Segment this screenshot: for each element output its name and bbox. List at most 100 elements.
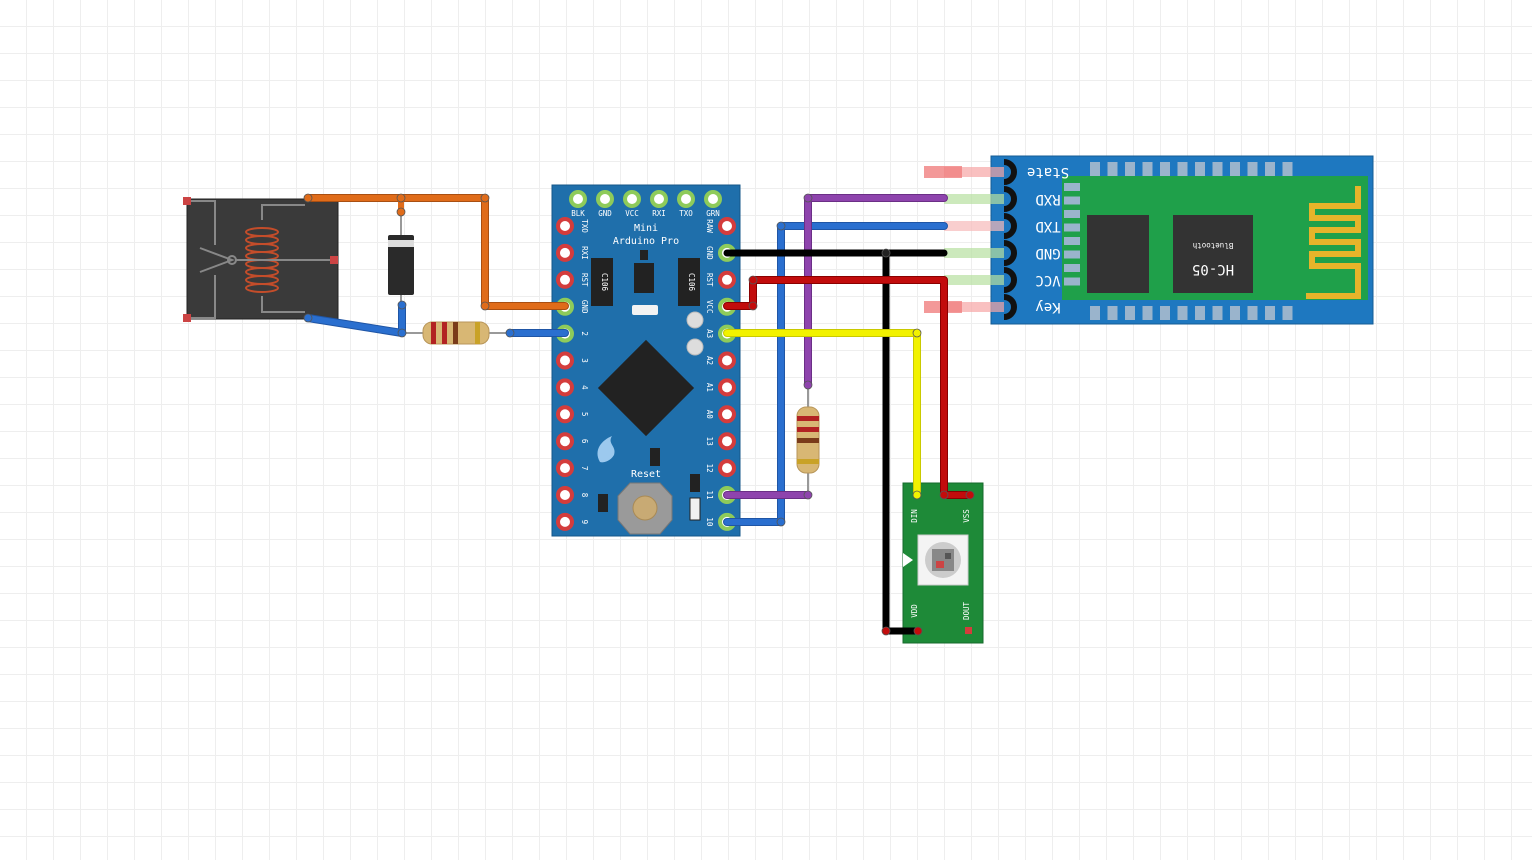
resistor-vertical[interactable] bbox=[796, 385, 820, 495]
arduino-top-pin[interactable] bbox=[677, 190, 695, 208]
wire-endpoint[interactable] bbox=[303, 193, 313, 203]
hc05-chip bbox=[1087, 215, 1149, 293]
arduino-left-pin[interactable] bbox=[556, 432, 574, 451]
capacitor-right: C106 bbox=[678, 258, 700, 306]
arduino-right-pin[interactable] bbox=[718, 270, 736, 289]
arduino-top-pin-label: VCC bbox=[625, 209, 639, 218]
wire-endpoint[interactable] bbox=[803, 490, 813, 500]
ws-pin-pad bbox=[965, 627, 972, 634]
ws2812-led-module[interactable]: DIN VSS VDD DOUT bbox=[902, 482, 984, 644]
hc05-pin-lead bbox=[944, 302, 1004, 312]
arduino-top-pin[interactable] bbox=[650, 190, 668, 208]
arduino-left-pin-label: 7 bbox=[580, 466, 589, 471]
wire-endpoint[interactable] bbox=[396, 207, 406, 217]
arduino-left-pin-label: GND bbox=[580, 300, 589, 314]
hc05-pad bbox=[1230, 162, 1240, 176]
wire-endpoint[interactable] bbox=[505, 328, 515, 338]
wire-endpoint[interactable] bbox=[303, 313, 313, 323]
hc05-pin[interactable] bbox=[1003, 159, 1017, 185]
hc05-pad bbox=[1212, 162, 1223, 176]
hc05-pin-label: RXD bbox=[1035, 191, 1060, 207]
arduino-left-pin-label: 6 bbox=[580, 439, 589, 444]
arduino-right-pin-label: 11 bbox=[705, 490, 714, 499]
hc05-name: HC-05 bbox=[1192, 261, 1234, 277]
wire-endpoint[interactable] bbox=[776, 517, 786, 527]
sparkfun-logo-icon bbox=[597, 436, 615, 463]
wire-endpoint[interactable] bbox=[480, 301, 490, 311]
regulator bbox=[634, 263, 654, 293]
wire-endpoint[interactable] bbox=[881, 626, 891, 636]
relay[interactable] bbox=[183, 197, 339, 322]
wire-endpoint[interactable] bbox=[881, 248, 891, 258]
arduino-right-pin[interactable] bbox=[718, 351, 736, 370]
wire-endpoint[interactable] bbox=[912, 490, 922, 500]
arduino-left-pin[interactable] bbox=[556, 243, 574, 262]
hc05-pin[interactable] bbox=[1003, 294, 1017, 320]
hc05-pin[interactable] bbox=[1003, 186, 1017, 212]
hc05-pin-lead bbox=[944, 221, 1004, 231]
ws-pin-vdd: VDD bbox=[910, 604, 919, 618]
hc05-pad bbox=[1142, 162, 1153, 176]
wire-endpoint[interactable] bbox=[397, 300, 407, 310]
hc05-pin[interactable] bbox=[1003, 213, 1017, 239]
hc05-bt-chip bbox=[1173, 215, 1253, 293]
arduino-left-pin[interactable] bbox=[556, 217, 574, 235]
wire-endpoint[interactable] bbox=[803, 380, 813, 390]
arduino-left-pin[interactable] bbox=[556, 378, 574, 397]
arduino-left-pin[interactable] bbox=[556, 486, 574, 504]
arduino-left-pin[interactable] bbox=[556, 459, 574, 478]
wire-endpoint[interactable] bbox=[939, 490, 949, 500]
arduino-right-pin[interactable] bbox=[718, 432, 736, 451]
hc05-pad bbox=[1265, 306, 1275, 320]
ws-pin-vss: VSS bbox=[962, 509, 971, 523]
relay-pin bbox=[183, 314, 191, 322]
arduino-right-pin-label: A0 bbox=[705, 410, 714, 420]
wire-endpoint[interactable] bbox=[748, 275, 758, 285]
hc05-pin[interactable] bbox=[1003, 240, 1017, 266]
arduino-top-pin[interactable] bbox=[596, 190, 614, 208]
arduino-left-pin[interactable] bbox=[556, 270, 574, 289]
wire-endpoint[interactable] bbox=[748, 301, 758, 311]
hc05-pad bbox=[1282, 162, 1293, 176]
arduino-right-pin-label: A3 bbox=[705, 329, 714, 338]
capacitor-left: C106 bbox=[591, 258, 613, 306]
wire-endpoint[interactable] bbox=[776, 221, 786, 231]
arduino-left-pin[interactable] bbox=[556, 351, 574, 370]
hc05-pad bbox=[1064, 196, 1080, 205]
hc05-pin[interactable] bbox=[1003, 267, 1017, 293]
reset-button[interactable] bbox=[617, 482, 673, 535]
arduino-left-pin[interactable] bbox=[556, 405, 574, 424]
wire-endpoint[interactable] bbox=[965, 490, 975, 500]
atmega-chip bbox=[597, 339, 695, 437]
arduino-top-pin[interactable] bbox=[623, 190, 641, 208]
hc05-pad bbox=[1282, 306, 1293, 320]
relay-pin bbox=[183, 197, 191, 205]
arduino-left-pin[interactable] bbox=[556, 512, 574, 531]
wire-orange[interactable] bbox=[305, 195, 568, 309]
arduino-right-pin[interactable] bbox=[718, 217, 736, 235]
arduino-top-pin[interactable] bbox=[569, 190, 587, 208]
wire-endpoint[interactable] bbox=[913, 626, 923, 636]
wire-endpoint[interactable] bbox=[912, 328, 922, 338]
wire-endpoint[interactable] bbox=[803, 193, 813, 203]
arduino-right-pin[interactable] bbox=[718, 459, 736, 478]
arduino-right-pin-label: RST bbox=[705, 273, 714, 287]
wire-endpoint[interactable] bbox=[397, 328, 407, 338]
wire-endpoint[interactable] bbox=[396, 193, 406, 203]
arduino-right-pin-label: 12 bbox=[705, 464, 714, 473]
arduino-right-pin-label: A1 bbox=[705, 383, 714, 392]
resistor-horizontal[interactable] bbox=[402, 321, 510, 345]
wire-endpoint[interactable] bbox=[480, 193, 490, 203]
arduino-top-pin-label: GRN bbox=[706, 209, 720, 218]
arduino-right-pin-label: VCC bbox=[705, 300, 714, 314]
hc05-pad bbox=[1160, 162, 1170, 176]
arduino-right-pin[interactable] bbox=[718, 405, 736, 424]
arduino-top-pin[interactable] bbox=[704, 190, 722, 208]
wire-blue-txd[interactable] bbox=[724, 223, 947, 525]
arduino-right-pin[interactable] bbox=[718, 378, 736, 397]
arduino-left-pin-label: 5 bbox=[580, 412, 589, 417]
svg-text:C106: C106 bbox=[687, 273, 696, 292]
hc05-pad bbox=[1064, 264, 1080, 272]
